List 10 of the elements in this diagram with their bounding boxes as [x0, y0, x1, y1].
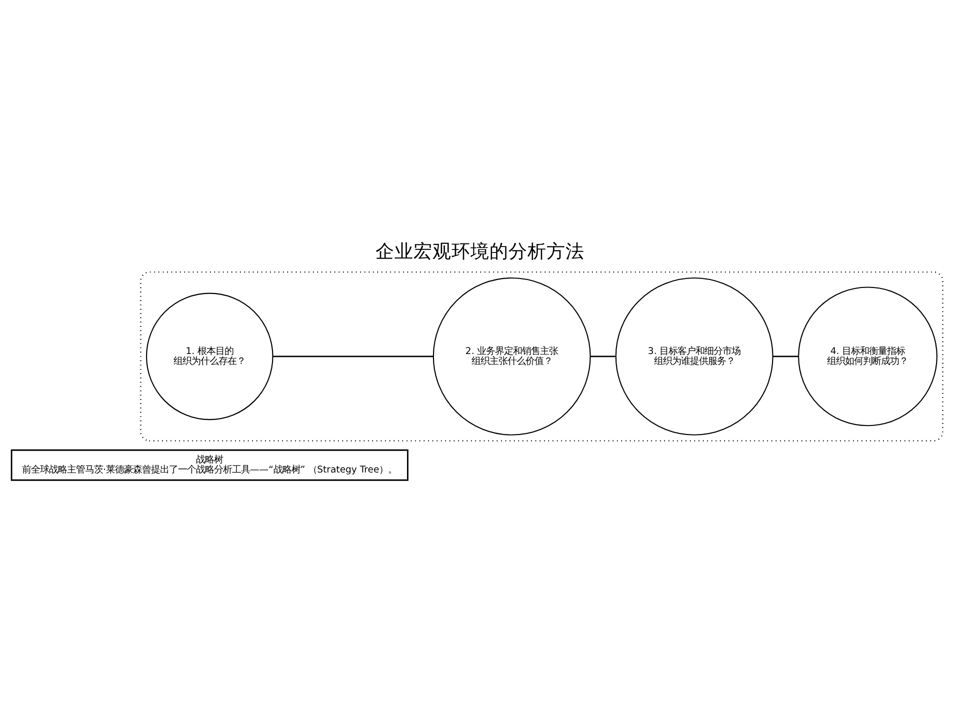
cluster: [140, 271, 944, 442]
node-circle: 3. 目标客户和细分市场 组织为谁提供服务？: [615, 277, 774, 436]
diagram-title: 企业宏观环境的分析方法: [376, 242, 585, 263]
node-circle: 4. 目标和衡量指标 组织如何判断成功？: [798, 286, 938, 426]
node-circle: 1. 根本目的 组织为什么存在？: [146, 292, 274, 420]
node-box: 战略树 前全球战略主管马茨·莱德豪森曾提出了一个战略分析工具——“战略树” （Strategy Tree）。: [10, 449, 408, 481]
connector: [590, 356, 616, 358]
connector: [772, 356, 798, 358]
node-circle: 2. 业务界定和销售主张 组织主张什么价值？: [432, 277, 591, 436]
connector: [272, 356, 434, 358]
